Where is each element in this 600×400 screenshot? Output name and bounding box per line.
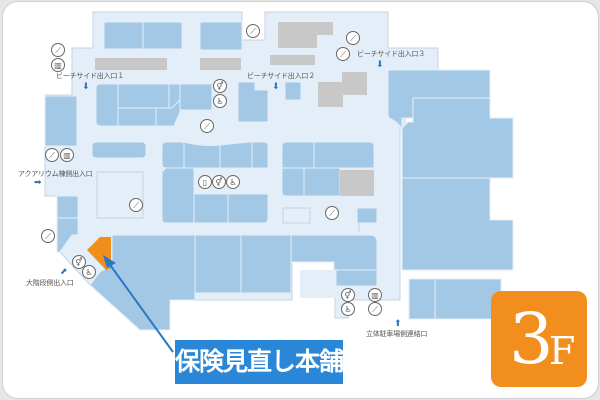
stairs-icon: ⟋ [45,148,59,162]
wheelchair-icon: ♿ [213,94,227,108]
store-callout-label: 保険見直し本舗 [175,340,344,384]
escalator-icon: ⟋ [129,198,143,212]
highlighted-store [87,237,111,270]
stairs-icon: ⟋ [51,43,65,57]
floor-number: 3 [509,298,554,380]
wheelchair-icon: ♿ [226,175,240,189]
entrance-label-grand-stairs: 大階段側出入口 [26,279,74,287]
wheelchair-icon: ♿ [341,302,355,316]
entrance-label-beachside-3: ビーチサイド出入口３ [357,50,425,58]
arrow-down-icon: ⬇ [82,82,90,92]
floor-badge: 3 F [491,291,587,387]
arrow-up-right-icon: ⬈ [60,267,68,277]
restroom-icon: ⚥ [212,175,226,189]
arrow-right-icon: ➡ [34,178,42,188]
restroom-icon: ⚥ [72,255,86,269]
wheelchair-icon: ♿ [82,265,96,279]
entrance-label-parking: 立体駐車場側連絡口 [366,330,428,338]
stairs-icon: ⟋ [368,302,382,316]
stairs-icon: ⟋ [346,31,360,45]
nursing-room-icon: ▯ [198,175,212,189]
arrow-down-icon: ⬇ [272,82,280,92]
escalator-icon: ⟋ [200,119,214,133]
entrance-label-beachside-1: ビーチサイド出入口１ [56,72,124,80]
restroom-icon: ⚥ [213,79,227,93]
elevator-icon: ▥ [60,148,74,162]
restroom-icon: ⚥ [341,288,355,302]
entrance-label-aquarium: アクアリウム棟側出入口 [18,170,93,178]
elevator-icon: ▥ [51,58,65,72]
floor-suffix: F [549,329,576,373]
entrance-label-beachside-2: ビーチサイド出入口２ [247,72,315,80]
arrow-up-icon: ⬆ [394,319,402,329]
stairs-icon: ⟋ [246,24,260,38]
escalator-icon: ⟋ [336,47,350,61]
escalator-icon: ⟋ [325,206,339,220]
elevator-icon: ▥ [368,288,382,302]
escalator-icon: ⟋ [41,229,55,243]
arrow-down-icon: ⬇ [376,60,384,70]
